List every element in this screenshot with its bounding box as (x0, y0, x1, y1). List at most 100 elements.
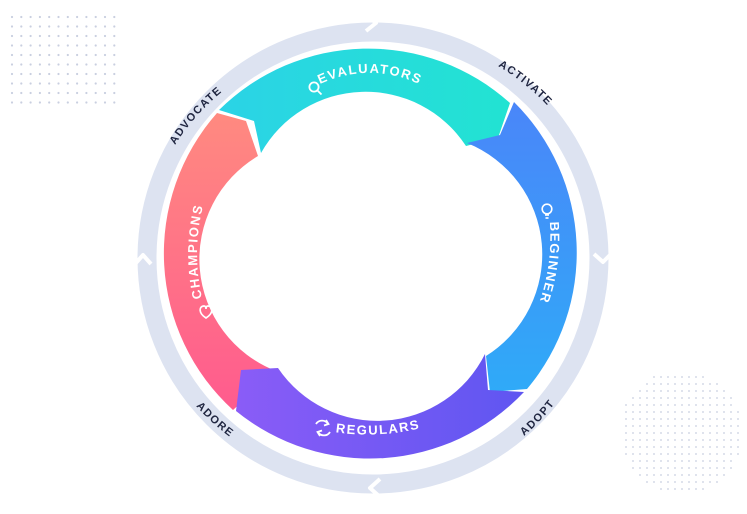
dot (48, 101, 51, 104)
dot (646, 404, 648, 406)
dot (723, 474, 725, 476)
dot (737, 453, 739, 455)
dot (667, 418, 669, 420)
dot (688, 467, 690, 469)
dot (667, 432, 669, 434)
dot (688, 432, 690, 434)
dot (85, 72, 88, 76)
dot (730, 425, 732, 427)
dot (85, 44, 88, 47)
dot (94, 25, 97, 28)
dot (737, 418, 739, 420)
dot (57, 34, 60, 38)
dot (94, 91, 97, 95)
dot (94, 63, 97, 66)
dot (48, 82, 51, 85)
refresh-icon (315, 419, 331, 437)
dot (681, 376, 683, 378)
dot (85, 15, 88, 19)
dot (103, 34, 107, 38)
dot (38, 63, 42, 66)
dot (681, 432, 683, 434)
dot (681, 488, 683, 490)
dot (695, 404, 697, 406)
dot (688, 460, 690, 462)
dot (103, 25, 107, 28)
dot (660, 390, 662, 392)
dot (702, 390, 704, 392)
dot (695, 481, 697, 483)
dot (103, 53, 107, 57)
dot (646, 425, 648, 427)
dot (667, 390, 669, 392)
dot (639, 474, 641, 476)
dot (38, 91, 42, 95)
dot (681, 481, 683, 483)
dot (632, 411, 634, 413)
dot (681, 425, 683, 427)
segment-champions-label: CHAMPIONS (185, 202, 204, 300)
dot (10, 101, 14, 104)
dot (632, 432, 634, 434)
dot (85, 53, 88, 57)
dot (66, 101, 69, 104)
dot (695, 432, 697, 434)
dot (702, 425, 704, 427)
dot (737, 439, 739, 441)
dot (681, 411, 683, 413)
dot (709, 383, 711, 385)
dot-pattern-top-left (10, 15, 116, 104)
dot (29, 82, 32, 85)
dot (113, 15, 116, 19)
dot (688, 404, 690, 406)
dot (639, 446, 641, 448)
dot (688, 453, 690, 455)
dot (48, 34, 51, 38)
dot (48, 15, 51, 19)
dot (723, 453, 725, 455)
dot (48, 63, 51, 66)
dot (709, 439, 711, 441)
center-disc (259, 147, 487, 375)
dot (57, 44, 60, 47)
dot (646, 418, 648, 420)
dot (20, 34, 23, 38)
dot (94, 72, 97, 76)
dot (57, 72, 60, 76)
dot (113, 101, 116, 104)
dot (709, 390, 711, 392)
dot (709, 481, 711, 483)
dot (48, 53, 51, 57)
dot (688, 383, 690, 385)
dot (660, 425, 662, 427)
dot (639, 404, 641, 406)
dot (723, 425, 725, 427)
dot (681, 418, 683, 420)
dot (29, 63, 32, 66)
dot (667, 453, 669, 455)
dot (660, 460, 662, 462)
dot (723, 397, 725, 399)
dot (674, 467, 676, 469)
dot-pattern-bottom-right (625, 376, 739, 490)
dot (660, 404, 662, 406)
dot (57, 63, 60, 66)
dot (76, 25, 79, 28)
dot (639, 397, 641, 399)
dot (667, 467, 669, 469)
dot (632, 425, 634, 427)
dot (646, 383, 648, 385)
dot (20, 91, 23, 95)
dot (38, 25, 42, 28)
dot (688, 481, 690, 483)
dot (667, 439, 669, 441)
dot (29, 44, 32, 47)
dot (688, 411, 690, 413)
dot (660, 376, 662, 378)
dot (702, 418, 704, 420)
dot (625, 425, 627, 427)
dot (695, 453, 697, 455)
dot (716, 453, 718, 455)
dot (737, 446, 739, 448)
